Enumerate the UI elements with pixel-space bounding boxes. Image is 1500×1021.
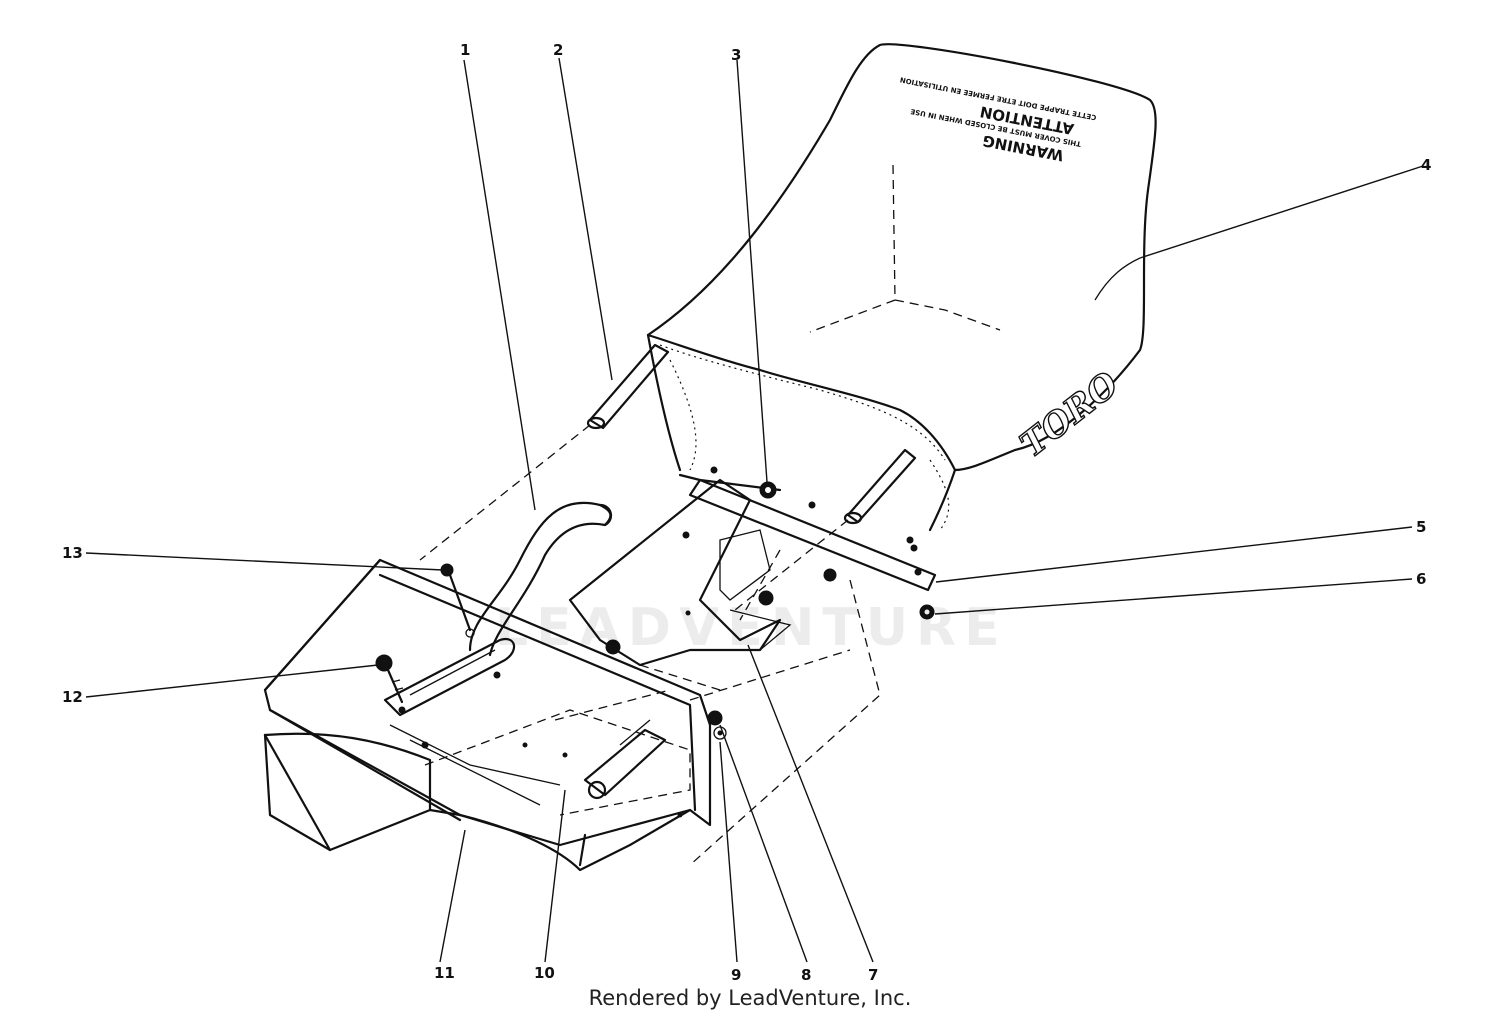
callout-11: 11 <box>434 964 455 982</box>
leader-11 <box>439 829 466 963</box>
callout-9: 9 <box>731 966 741 984</box>
mounting-bar <box>688 466 937 592</box>
handle <box>468 501 613 657</box>
bracket <box>568 478 792 667</box>
watermark: LEADVENTURE <box>495 598 1008 658</box>
nut-7 <box>758 590 774 606</box>
leader-13 <box>85 552 444 571</box>
leader-12 <box>85 664 379 698</box>
callout-1: 1 <box>460 41 470 59</box>
credit-text: Rendered by LeadVenture, Inc. <box>588 986 912 1010</box>
callout-6: 6 <box>1416 570 1426 588</box>
callout-13: 13 <box>62 544 83 562</box>
callouts: 1 2 3 4 5 6 7 8 9 10 11 12 13 <box>62 41 1431 984</box>
leader-9 <box>719 741 738 963</box>
leader-4 <box>1139 165 1424 259</box>
leader-5 <box>935 526 1413 583</box>
nut-mid <box>823 568 837 582</box>
callout-3: 3 <box>731 46 741 64</box>
callout-12: 12 <box>62 688 83 706</box>
callout-7: 7 <box>868 966 878 984</box>
leader-6 <box>934 578 1413 615</box>
nut-6 <box>919 604 935 620</box>
leader-1 <box>463 59 536 511</box>
leader-lines <box>85 57 1424 963</box>
grass-bag: WARNING THIS COVER MUST BE CLOSED WHEN I… <box>646 43 1157 532</box>
callout-8: 8 <box>801 966 811 984</box>
leader-8 <box>719 724 808 963</box>
nut-3 <box>759 481 777 499</box>
leader-3 <box>736 59 768 483</box>
leader-2 <box>558 57 613 381</box>
assembly-lines <box>419 424 881 866</box>
callout-10: 10 <box>534 964 555 982</box>
bolt-12 <box>375 654 404 704</box>
leader-10 <box>544 789 566 963</box>
callout-4: 4 <box>1421 156 1431 174</box>
callout-5: 5 <box>1416 518 1426 536</box>
warning-label: WARNING THIS COVER MUST BE CLOSED WHEN I… <box>899 75 1097 164</box>
pin-13 <box>440 563 475 638</box>
callout-2: 2 <box>553 41 563 59</box>
bag-frame <box>586 343 917 525</box>
leader-7 <box>747 644 874 963</box>
hinge-bar <box>583 719 667 800</box>
chute-body <box>263 531 712 872</box>
toro-logo: TORO <box>1013 364 1127 465</box>
